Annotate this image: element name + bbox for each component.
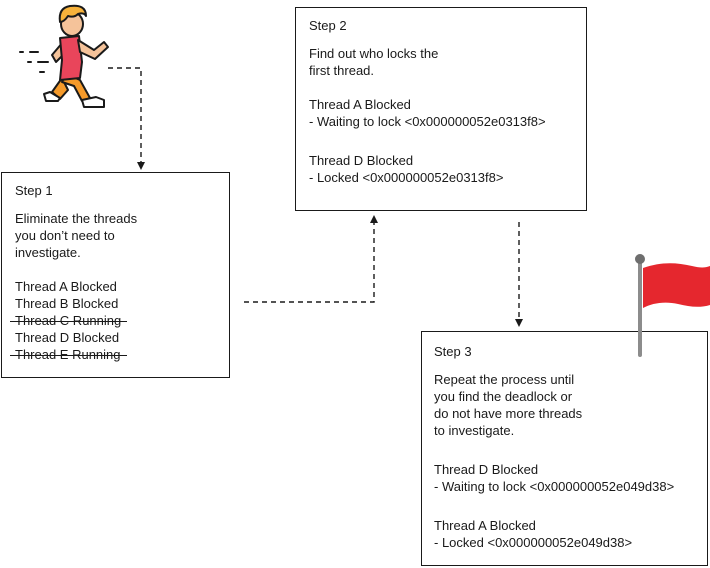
red-flag-icon [635, 254, 710, 357]
thread-item-struck: Thread C Running [9, 313, 128, 328]
thread-state: Thread A Blocked [434, 518, 536, 533]
thread-state: Thread D Blocked [434, 462, 539, 477]
step-2-title: Step 2 [309, 18, 347, 33]
step-3-desc-line: to investigate. [434, 423, 515, 438]
step-3-title: Step 3 [434, 344, 472, 359]
connector-step1-to-step2 [244, 215, 378, 303]
thread-state: Thread A Blocked [309, 97, 411, 112]
thread-item: Thread B Blocked [15, 296, 119, 311]
step-2-box: Step 2 Find out who locks the first thre… [295, 7, 587, 211]
thread-lock-detail: - Waiting to lock <0x000000052e049d38> [434, 479, 675, 494]
thread-lock-detail: - Locked <0x000000052e049d38> [434, 535, 633, 550]
step-3-desc-line: Repeat the process until [434, 372, 575, 387]
step-3-desc-line: you find the deadlock or [434, 389, 573, 404]
step-2-description: Find out who locks the first thread. [309, 45, 573, 79]
step-2-desc-line: first thread. [309, 63, 375, 78]
step-3-description: Repeat the process until you find the de… [434, 371, 695, 439]
step-1-thread-list: Thread A Blocked Thread B Blocked Thread… [9, 278, 216, 363]
thread-item: Thread D Blocked [15, 330, 120, 345]
thread-item: Thread A Blocked [15, 279, 117, 294]
step-1-box: Step 1 Eliminate the threads you don’t n… [1, 172, 230, 378]
step-3-desc-line: do not have more threads [434, 406, 583, 421]
step-2-desc-line: Find out who locks the [309, 46, 439, 61]
thread-lock-detail: - Locked <0x000000052e0313f8> [309, 170, 504, 185]
step-1-desc-line: Eliminate the threads [15, 211, 138, 226]
step-2-thread-d: Thread D Blocked - Locked <0x000000052e0… [309, 152, 573, 186]
step-1-title: Step 1 [15, 183, 53, 198]
runner-icon [19, 4, 109, 108]
connector-runner-to-step1 [108, 67, 145, 170]
thread-state: Thread D Blocked [309, 153, 414, 168]
thread-item-struck: Thread E Running [10, 347, 127, 362]
step-3-box: Step 3 Repeat the process until you find… [421, 331, 708, 566]
step-2-thread-a: Thread A Blocked - Waiting to lock <0x00… [309, 96, 573, 130]
step-3-thread-a: Thread A Blocked - Locked <0x000000052e0… [434, 517, 695, 551]
step-1-desc-line: investigate. [15, 245, 81, 260]
step-3-thread-d: Thread D Blocked - Waiting to lock <0x00… [434, 461, 695, 495]
thread-lock-detail: - Waiting to lock <0x000000052e0313f8> [309, 114, 546, 129]
step-1-desc-line: you don’t need to [15, 228, 115, 243]
step-1-description: Eliminate the threads you don’t need to … [15, 210, 216, 261]
